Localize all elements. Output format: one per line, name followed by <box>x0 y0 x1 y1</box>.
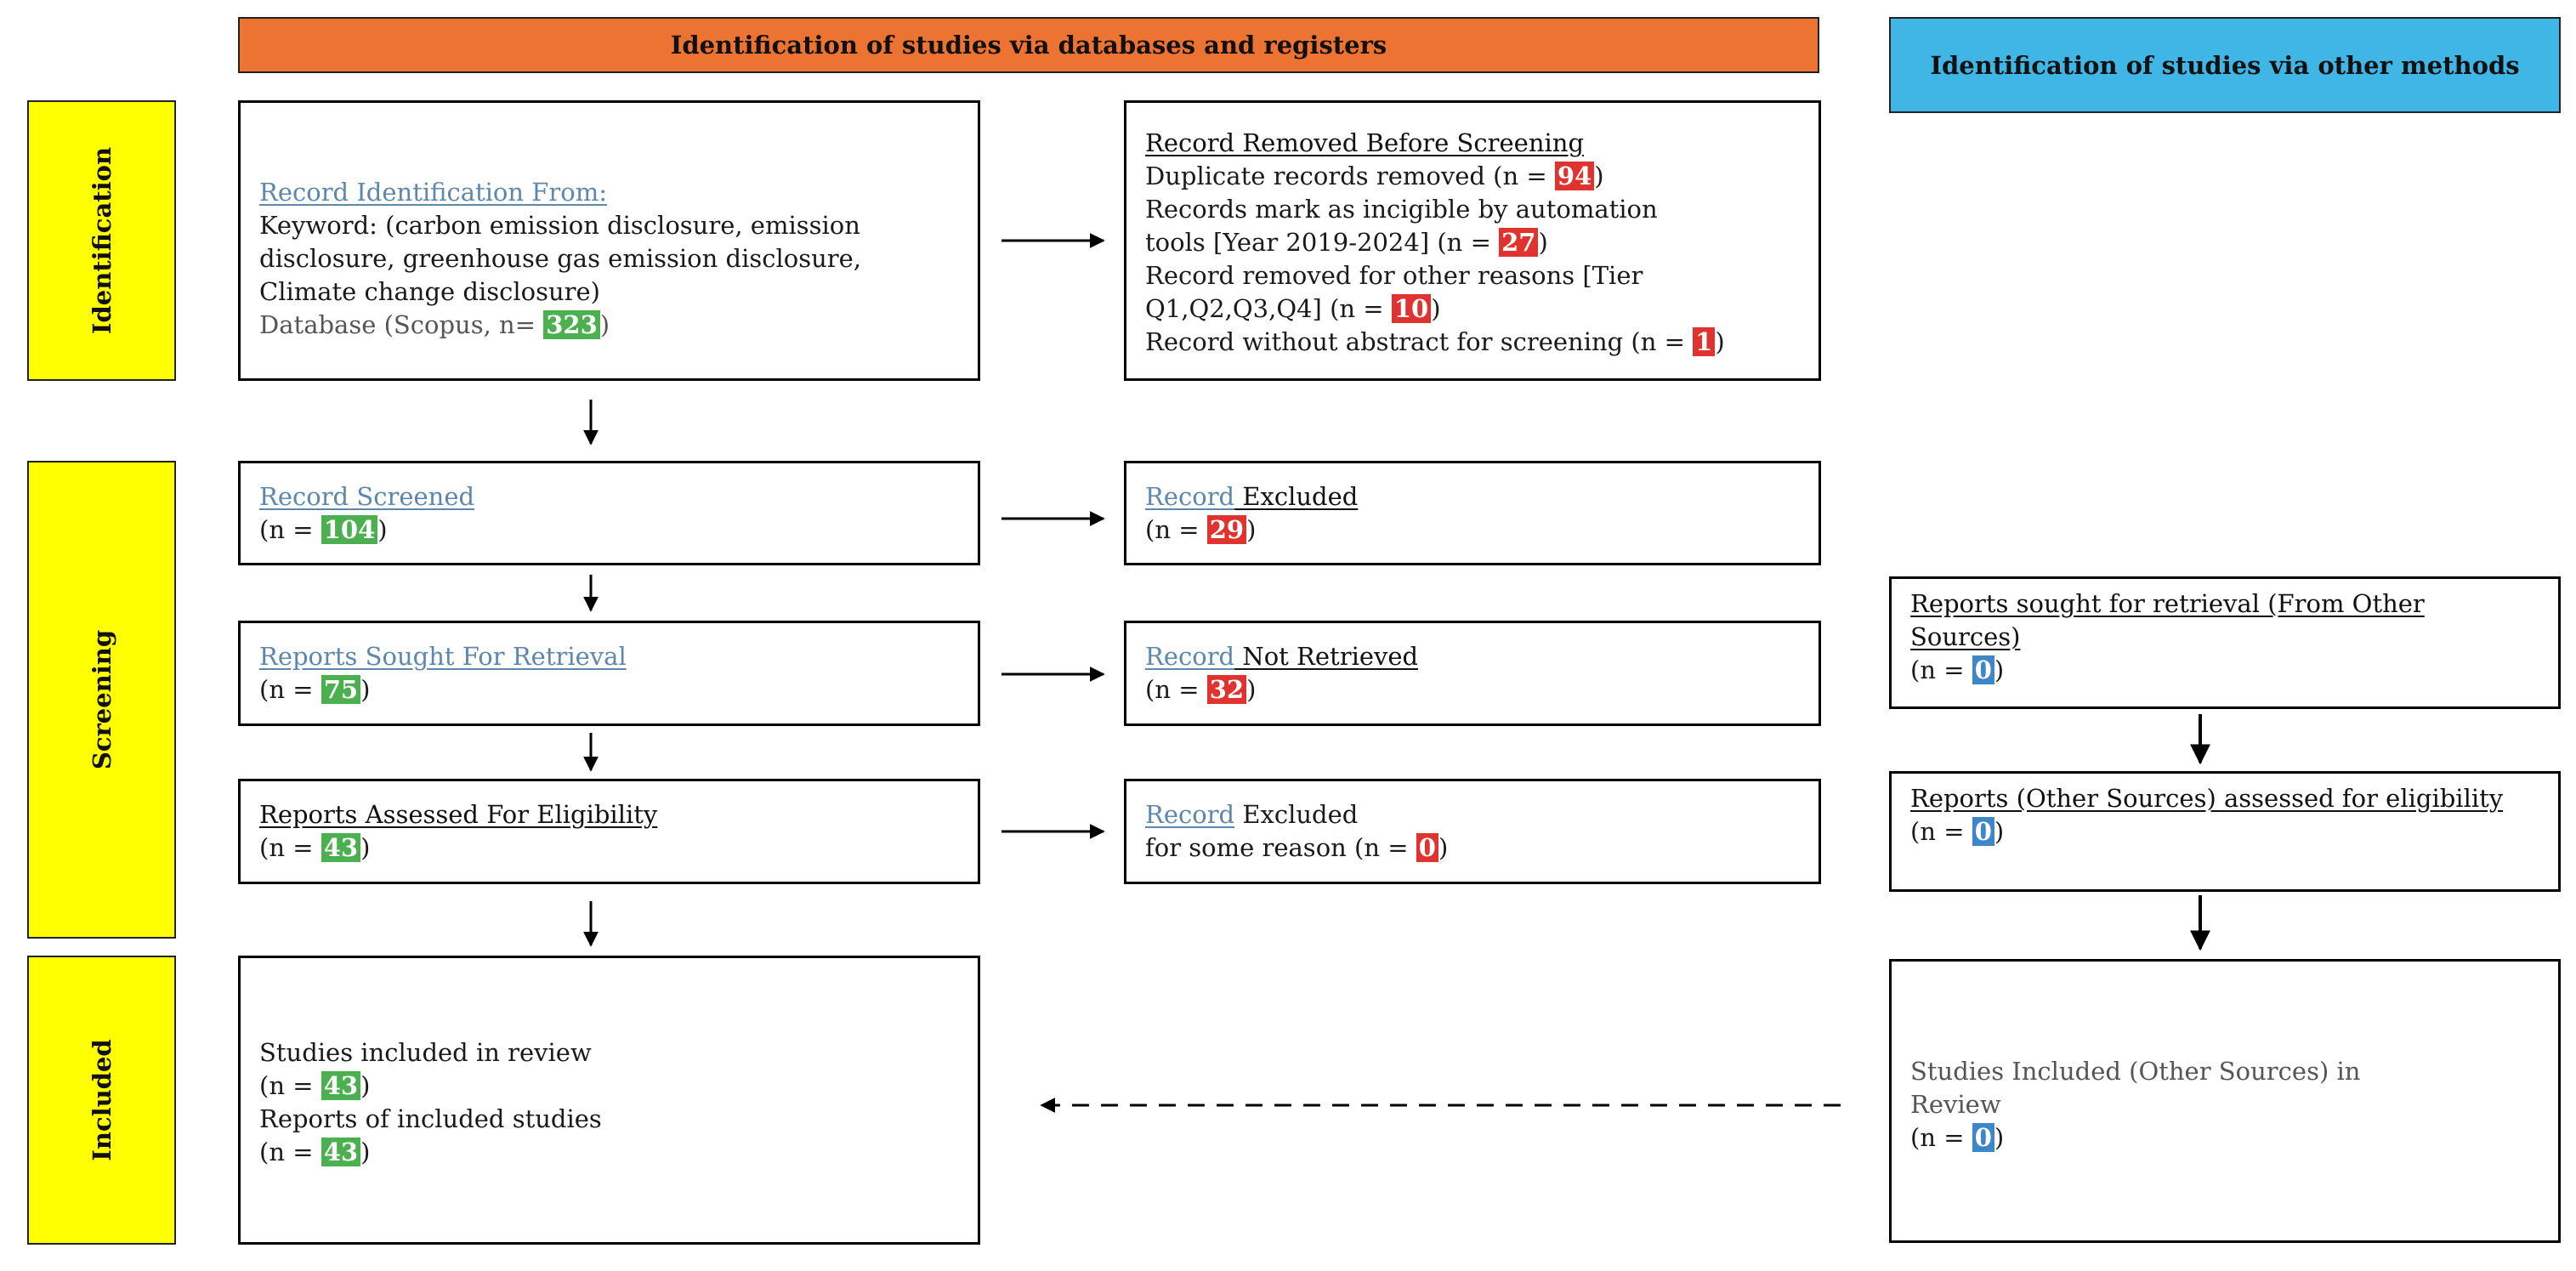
other-studies-included-count-line: (n = 0) <box>1910 1123 2005 1152</box>
databases-header: Identification of studies via databases … <box>238 17 1819 73</box>
no-abstract-count: 1 <box>1693 327 1716 356</box>
other-reports-assessed-title: Reports (Other Sources) assessed for eli… <box>1910 784 2504 813</box>
record-screened-box: Record Screened (n = 104) <box>238 461 980 565</box>
other-studies-included-count: 0 <box>1972 1123 1994 1152</box>
automation-line-1: Records mark as incigible by automation <box>1145 195 1658 224</box>
reports-included-count: 43 <box>321 1138 361 1166</box>
reports-sought-count: 75 <box>321 675 361 704</box>
other-reports-sought-box: Reports sought for retrieval (From Other… <box>1889 576 2561 709</box>
database-line: Database (Scopus, n= 323) <box>259 310 610 339</box>
database-count: 323 <box>543 310 600 339</box>
other-reports-assessed-count: 0 <box>1972 817 1994 846</box>
studies-included-count-line: (n = 43) <box>259 1071 371 1100</box>
keyword-line-3: Climate change disclosure) <box>259 277 600 306</box>
stage-screening: Screening <box>27 461 176 939</box>
other-studies-included-box: Studies Included (Other Sources) in Revi… <box>1889 959 2561 1243</box>
keyword-line-1: Keyword: (carbon emission disclosure, em… <box>259 211 860 240</box>
other-reports-assessed-box: Reports (Other Sources) assessed for eli… <box>1889 771 2561 892</box>
other-reports-assessed-count-line: (n = 0) <box>1910 817 2005 846</box>
identification-title: Record Identification From: <box>259 178 608 207</box>
record-not-retrieved-count: 32 <box>1206 675 1247 704</box>
reports-included-label: Reports of included studies <box>259 1104 602 1133</box>
studies-included-count: 43 <box>321 1071 361 1100</box>
record-screened-count: 104 <box>321 515 378 544</box>
stage-included: Included <box>27 956 176 1245</box>
keyword-line-2: disclosure, greenhouse gas emission disc… <box>259 244 862 273</box>
record-not-retrieved-count-line: (n = 32) <box>1145 675 1257 704</box>
duplicate-count: 94 <box>1554 162 1595 190</box>
reports-assessed-box: Reports Assessed For Eligibility (n = 43… <box>238 779 980 884</box>
studies-included-box: Studies included in review (n = 43) Repo… <box>238 956 980 1245</box>
no-abstract-line: Record without abstract for screening (n… <box>1145 327 1725 356</box>
other-studies-included-title: Studies Included (Other Sources) in Revi… <box>1910 1057 2361 1119</box>
record-excluded-count-line: (n = 29) <box>1145 515 1257 544</box>
duplicate-line: Duplicate records removed (n = 94) <box>1145 162 1604 190</box>
other-reasons-line-1: Record removed for other reasons [Tier <box>1145 261 1643 290</box>
record-not-retrieved-title: Record Not Retrieved <box>1145 642 1419 671</box>
record-excluded-reason-count-line: for some reason (n = 0) <box>1145 833 1449 862</box>
removed-title: Record Removed Before Screening <box>1145 128 1585 157</box>
other-methods-header: Identification of studies via other meth… <box>1889 17 2561 113</box>
record-excluded-reason-box: Record Excluded for some reason (n = 0) <box>1124 779 1821 884</box>
reports-sought-box: Reports Sought For Retrieval (n = 75) <box>238 621 980 726</box>
record-excluded-box: Record Excluded (n = 29) <box>1124 461 1821 565</box>
record-excluded-title: Record Excluded <box>1145 482 1359 511</box>
reports-assessed-title: Reports Assessed For Eligibility <box>259 800 658 829</box>
reports-assessed-count: 43 <box>321 833 361 862</box>
databases-header-text: Identification of studies via databases … <box>670 31 1387 60</box>
record-not-retrieved-box: Record Not Retrieved (n = 32) <box>1124 621 1821 726</box>
other-reports-sought-count-line: (n = 0) <box>1910 655 2005 684</box>
other-reports-sought-count: 0 <box>1972 655 1994 684</box>
identification-box: Record Identification From: Keyword: (ca… <box>238 100 980 381</box>
studies-included-label: Studies included in review <box>259 1038 592 1067</box>
reports-assessed-count-line: (n = 43) <box>259 833 371 862</box>
reports-sought-title: Reports Sought For Retrieval <box>259 642 627 671</box>
other-reasons-count: 10 <box>1391 294 1432 323</box>
automation-count: 27 <box>1499 228 1539 257</box>
other-reasons-line-2: Q1,Q2,Q3,Q4] (n = 10) <box>1145 294 1441 323</box>
record-excluded-reason-count: 0 <box>1416 833 1438 862</box>
removed-before-screening-box: Record Removed Before Screening Duplicat… <box>1124 100 1821 381</box>
automation-line-2: tools [Year 2019-2024] (n = 27) <box>1145 228 1548 257</box>
record-screened-count-line: (n = 104) <box>259 515 388 544</box>
record-screened-title: Record Screened <box>259 482 475 511</box>
other-reports-sought-title: Reports sought for retrieval (From Other… <box>1910 589 2425 651</box>
reports-sought-count-line: (n = 75) <box>259 675 371 704</box>
stage-identification: Identification <box>27 100 176 381</box>
record-excluded-count: 29 <box>1206 515 1247 544</box>
record-excluded-reason-title: Record Excluded <box>1145 800 1359 829</box>
reports-included-count-line: (n = 43) <box>259 1138 371 1166</box>
other-methods-header-text: Identification of studies via other meth… <box>1930 50 2520 80</box>
